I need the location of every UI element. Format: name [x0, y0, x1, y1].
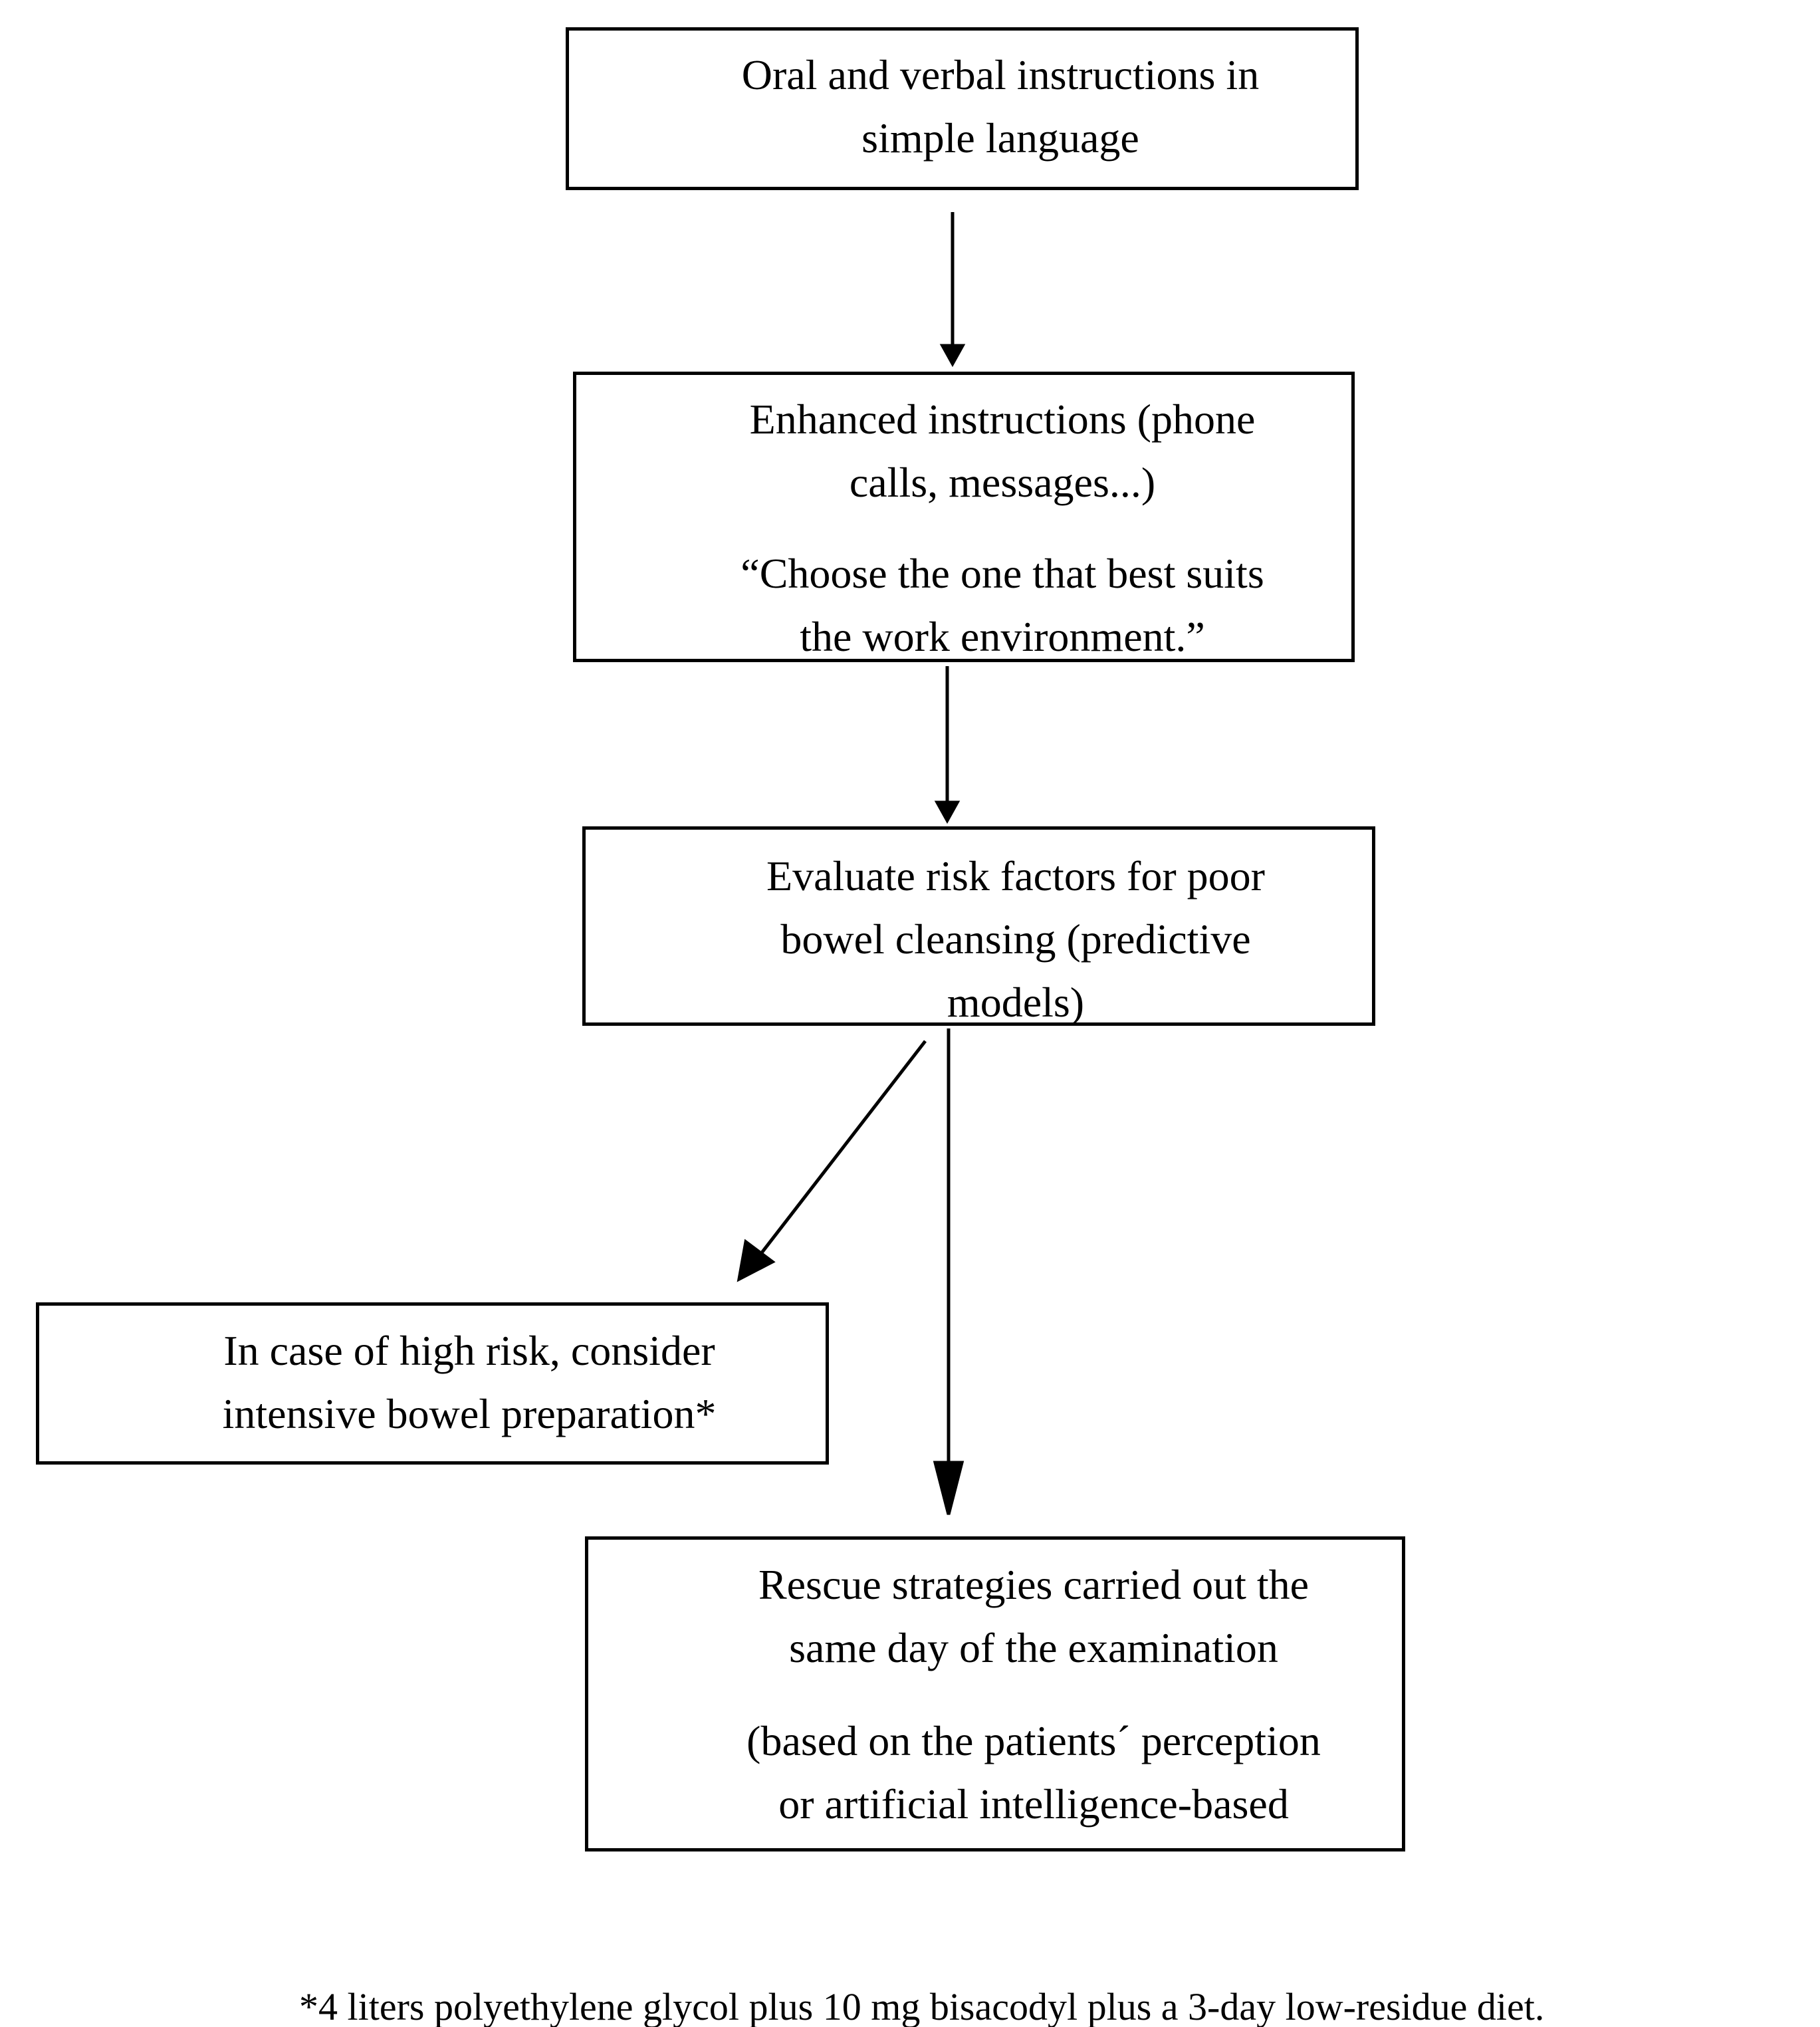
node-rescue-strategies-text: Rescue strategies carried out the same d… — [661, 1553, 1402, 1848]
node-intensive-prep-text: In case of high risk, consider intensive… — [137, 1319, 802, 1445]
text-line: Evaluate risk factors for poor — [766, 852, 1265, 899]
text-line: intensive bowel preparation* — [222, 1390, 717, 1437]
arrow-3-line — [756, 1040, 927, 1259]
node-evaluate-risk-text: Evaluate risk factors for poor bowel cle… — [683, 844, 1348, 1034]
text-line: same day of the examination — [789, 1624, 1278, 1671]
text-line: Oral and verbal instructions in — [741, 51, 1260, 98]
text-line: In case of high risk, consider — [223, 1327, 715, 1374]
text-line: models) — [947, 979, 1085, 1026]
text-line: Rescue strategies carried out the — [758, 1561, 1309, 1608]
node-oral-instructions-text: Oral and verbal instructions in simple l… — [668, 43, 1333, 170]
text-line: simple language — [861, 114, 1139, 162]
text-line: bowel cleansing (predictive — [780, 915, 1251, 963]
node-intensive-prep — [36, 1302, 829, 1465]
text-line: (based on the patients´ perception — [746, 1717, 1321, 1764]
footnote: *4 liters polyethylene glycol plus 10 mg… — [299, 1985, 1545, 2027]
text-line: or artificial intelligence-based — [778, 1780, 1289, 1828]
text-line: the work environment.” — [800, 613, 1205, 660]
text-line: calls, messages...) — [849, 459, 1156, 506]
node-enhanced-instructions-text: Enhanced instructions (phone calls, mess… — [670, 388, 1335, 668]
arrow-2-head — [934, 800, 961, 824]
text-line: “Choose the one that best suits — [740, 550, 1264, 597]
node-rescue-strategies: Rescue strategies carried out the same d… — [585, 1536, 1405, 1851]
arrow-1-head — [939, 344, 966, 368]
node-oral-instructions — [566, 27, 1359, 190]
text-line: models) — [661, 1836, 1402, 1848]
node-enhanced-instructions — [573, 372, 1355, 662]
arrow-4-head — [933, 1461, 965, 1515]
arrow-3-head — [737, 1239, 776, 1282]
text-line: Enhanced instructions (phone — [749, 396, 1256, 443]
node-evaluate-risk — [582, 826, 1375, 1026]
